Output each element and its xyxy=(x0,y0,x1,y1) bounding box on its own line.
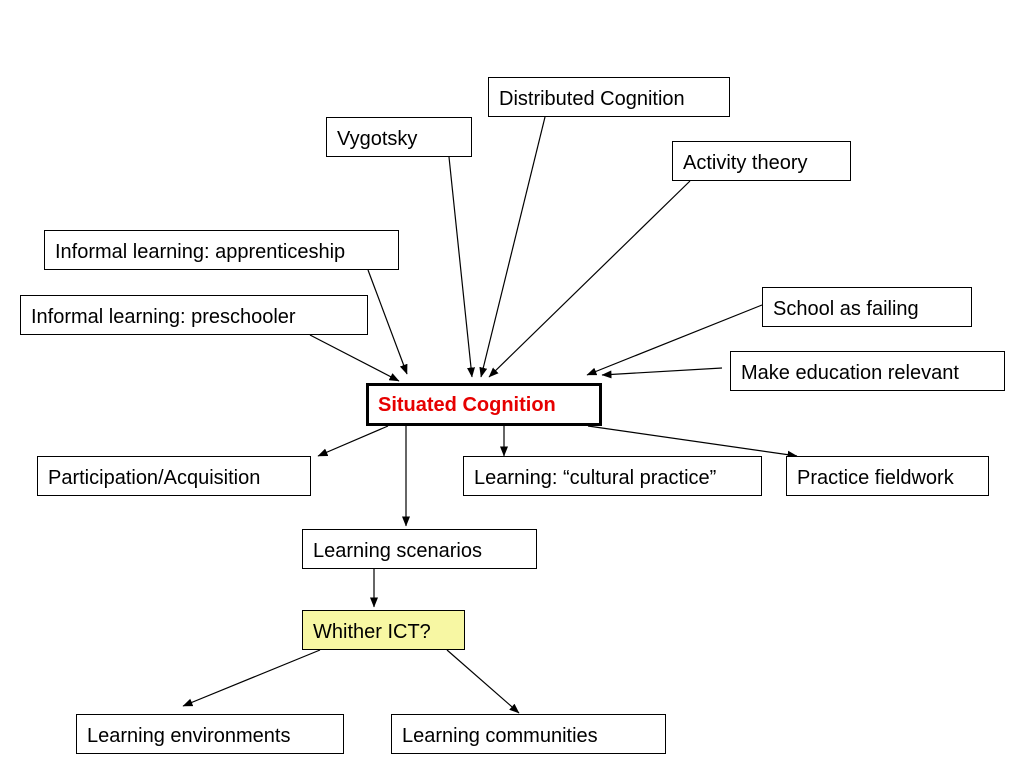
node-practice-fieldwork: Practice fieldwork xyxy=(786,456,989,496)
node-informal-learning-preschooler: Informal learning: preschooler xyxy=(20,295,368,335)
node-school-as-failing: School as failing xyxy=(762,287,972,327)
arrow-activity-to-situated xyxy=(488,180,691,378)
arrow-ict-to-communities xyxy=(446,649,520,714)
arrow-vygotsky-to-situated xyxy=(448,156,475,378)
node-learning-environments: Learning environments xyxy=(76,714,344,754)
node-situated-cognition: Situated Cognition xyxy=(366,383,602,426)
arrow-apprenticeship-to-situated xyxy=(367,269,408,375)
node-learning-communities: Learning communities xyxy=(391,714,666,754)
arrow-ict-to-environments xyxy=(182,649,321,707)
arrow-situated-to-participation xyxy=(317,425,389,457)
arrow-distributed-to-situated xyxy=(479,116,546,378)
node-whither-ict: Whither ICT? xyxy=(302,610,465,650)
node-vygotsky: Vygotsky xyxy=(326,117,472,157)
node-informal-learning-apprenticeship: Informal learning: apprenticeship xyxy=(44,230,399,270)
node-learning-cultural-practice: Learning: “cultural practice” xyxy=(463,456,762,496)
arrow-situated-to-fieldwork xyxy=(587,425,798,459)
node-activity-theory: Activity theory xyxy=(672,141,851,181)
node-distributed-cognition: Distributed Cognition xyxy=(488,77,730,117)
node-make-education-relevant: Make education relevant xyxy=(730,351,1005,391)
node-learning-scenarios: Learning scenarios xyxy=(302,529,537,569)
arrow-relevant-to-situated xyxy=(601,367,723,379)
arrow-preschooler-to-situated xyxy=(309,334,400,382)
node-participation-acquisition: Participation/Acquisition xyxy=(37,456,311,496)
arrow-school-failing-to-situated xyxy=(586,304,763,376)
